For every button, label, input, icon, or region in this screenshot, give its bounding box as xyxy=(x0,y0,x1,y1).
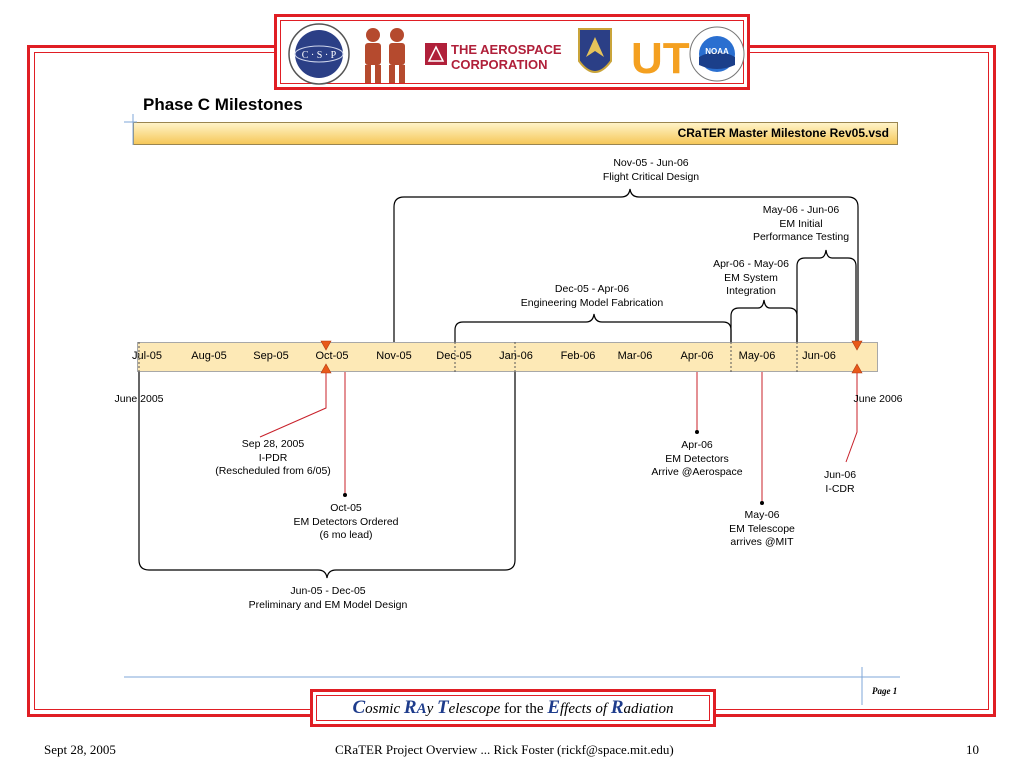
page-title: Phase C Milestones xyxy=(143,95,303,114)
leader-ipdr xyxy=(259,372,327,438)
slide-date: Sept 28, 2005 xyxy=(44,742,116,757)
event-dot xyxy=(695,430,699,434)
month-label: Jun-06 xyxy=(802,350,836,362)
tagline: Cosmic RAy Telescope for the Effects of … xyxy=(316,695,710,721)
file-banner: CRaTER Master Milestone Rev05.vsd xyxy=(133,122,898,145)
marker-ipdr-bottom xyxy=(320,363,332,374)
tagline-box: Cosmic RAy Telescope for the Effects of … xyxy=(310,689,716,727)
timeline-bar xyxy=(137,342,878,372)
logos-svg: C · S · P THE AEROSPACE CORPORATION xyxy=(288,23,745,85)
month-label: Dec-05 xyxy=(436,350,472,362)
slide-number: 10 xyxy=(966,742,979,757)
aerospace-line1: THE AEROSPACE xyxy=(451,42,562,57)
marker-icdr-bottom xyxy=(851,363,863,374)
noaa-logo-text: NOAA xyxy=(705,47,729,56)
noaa-logo: NOAA xyxy=(689,26,745,82)
timeline-dividers xyxy=(138,342,798,372)
aerospace-line2: CORPORATION xyxy=(451,57,548,72)
timeline-end-label: June 2006 xyxy=(853,393,903,405)
month-label: Aug-05 xyxy=(191,350,227,362)
leader-icdr xyxy=(845,372,858,463)
month-label: Oct-05 xyxy=(315,350,349,362)
month-label: May-06 xyxy=(738,350,776,362)
month-label: Feb-06 xyxy=(560,350,596,362)
timeline-start-label: June 2005 xyxy=(114,393,164,405)
event-dot xyxy=(760,501,764,505)
file-banner-text: CRaTER Master Milestone Rev05.vsd xyxy=(677,126,889,140)
ut-logo: UT xyxy=(631,34,690,83)
ut-logo-text: UT xyxy=(631,34,690,83)
brace-em-fabrication xyxy=(454,313,732,342)
air-force-shield-icon xyxy=(578,28,612,73)
month-label: Jul-05 xyxy=(132,350,162,362)
brace-preliminary-design xyxy=(138,372,516,579)
month-label: Mar-06 xyxy=(617,350,653,362)
brace-flight-critical-design xyxy=(393,188,859,342)
page-label: Page 1 xyxy=(872,686,898,696)
logo-bar: C · S · P THE AEROSPACE CORPORATION xyxy=(274,14,750,90)
month-label: Jan-06 xyxy=(499,350,533,362)
csp-logo: C · S · P xyxy=(288,23,350,85)
event-dot xyxy=(343,493,347,497)
brace-em-testing xyxy=(796,249,857,342)
csp-logo-text: C · S · P xyxy=(302,50,337,61)
aerospace-logo: THE AEROSPACE CORPORATION xyxy=(425,42,562,72)
month-label: Apr-06 xyxy=(680,350,714,362)
month-label: Nov-05 xyxy=(376,350,412,362)
month-label: Sep-05 xyxy=(253,350,289,362)
marker-icdr-top xyxy=(851,340,863,351)
slide-footer-text: CRaTER Project Overview ... Rick Foster … xyxy=(335,742,674,757)
brace-em-integration xyxy=(730,299,798,342)
marker-ipdr-top xyxy=(320,340,332,351)
astronauts-icon xyxy=(365,28,405,83)
